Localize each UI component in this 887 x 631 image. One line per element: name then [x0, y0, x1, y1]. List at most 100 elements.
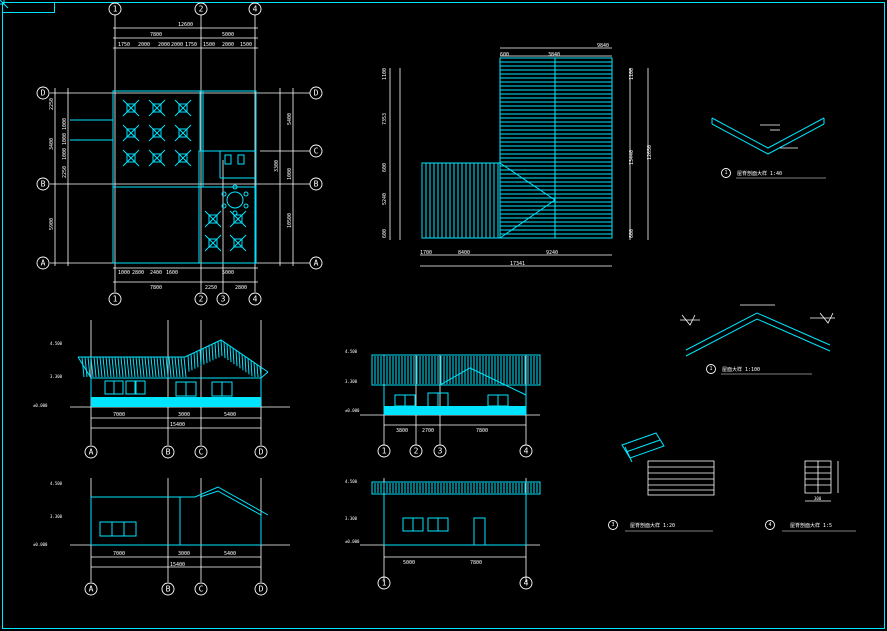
- elev-c-level2: ±0.000: [33, 542, 48, 547]
- roof-dim-b2: 9240: [546, 250, 558, 256]
- roof-dim-top2: 9840: [597, 43, 609, 49]
- floor-plan: 1 2 4 1 2 3 4 D B A D C B A: [0, 0, 323, 306]
- hatch-line: [223, 342, 226, 359]
- hatch-line: [150, 356, 154, 378]
- plan-dim-l6: 5900: [49, 218, 55, 230]
- plan-grid-bottom-4: 4: [253, 295, 258, 304]
- hatch-line: [259, 366, 262, 378]
- hatch-line: [87, 356, 91, 378]
- hatch-line: [153, 356, 157, 378]
- hatch-line: [190, 354, 193, 371]
- elev-b-roof-hatch: [374, 356, 538, 384]
- hatch-line: [211, 344, 214, 361]
- hatch-line: [253, 362, 256, 378]
- hatch-line: [147, 356, 151, 378]
- plan-dim-bm2: 2800: [235, 285, 247, 291]
- plan-grid-right-c: C: [314, 147, 319, 156]
- plan-dim-top-2: 5000: [222, 32, 234, 38]
- hatch-line: [235, 350, 238, 367]
- elev-c-dim0: 7000: [113, 551, 125, 557]
- elev-d-axis-4: 4: [524, 579, 529, 588]
- roof-dim-b3: 17341: [510, 261, 525, 267]
- elev-c-level1: 3.300: [50, 514, 63, 519]
- plan-grid-left-a: A: [41, 259, 46, 268]
- hatch-line: [250, 360, 253, 377]
- elev-a-dim0: 7000: [113, 412, 125, 418]
- roof-dim-r2: 12650: [647, 145, 653, 160]
- hatch-line: [156, 356, 160, 378]
- roof-dim-top1: 3840: [548, 52, 560, 58]
- plan-grid-bottom-2: 2: [199, 295, 204, 304]
- detail1-number: 1: [724, 170, 727, 176]
- elev-c-axis-b: B: [166, 585, 171, 594]
- plan-dim-s3: 2000: [171, 42, 183, 48]
- hatch-line: [93, 356, 97, 378]
- plan-dim-l3: 1000: [62, 148, 68, 160]
- hatch-line: [220, 339, 223, 357]
- plan-dim-r0: 5400: [287, 113, 293, 125]
- roof-hatch: [425, 61, 612, 238]
- plan-dim-s0: 1750: [118, 42, 130, 48]
- elev-d-dim1: 7800: [470, 560, 482, 566]
- detail4-size: 300: [814, 496, 822, 501]
- plan-dim-s2: 2000: [158, 42, 170, 48]
- plan-dim-b4: 5000: [222, 270, 234, 276]
- hatch-line: [159, 356, 163, 378]
- roof-dim-r3: 600: [629, 229, 635, 238]
- elev-d-level1: 3.300: [345, 516, 358, 521]
- roof-dim-l2: 600: [382, 163, 388, 172]
- hatch-line: [96, 356, 100, 378]
- elevation-a: 7000 3000 5400 15400 4.500 3.300 ±0.000 …: [33, 320, 290, 459]
- hatch-line: [174, 356, 178, 378]
- hatch-line: [132, 356, 136, 378]
- plan-dim-top-1: 7800: [150, 32, 162, 38]
- hatch-line: [117, 356, 121, 378]
- plan-dim-s5: 1500: [203, 42, 215, 48]
- hatch-line: [168, 356, 172, 378]
- hatch-line: [123, 356, 127, 378]
- hatch-line: [226, 344, 229, 361]
- elev-a-level1: 3.300: [50, 374, 63, 379]
- hatch-line: [84, 356, 88, 378]
- detail-2: 1 屋面大样 1:100: [680, 304, 835, 375]
- elev-b-axis-1: 1: [382, 447, 387, 456]
- detail1-caption: 屋脊剖面大样 1:40: [737, 170, 782, 177]
- roof-dim-l1: 7353: [382, 113, 388, 125]
- elev-b-level2: ±0.000: [345, 408, 360, 413]
- hatch-line: [199, 349, 202, 366]
- detail4-caption: 屋脊剖面大样 1:5: [790, 522, 832, 529]
- plan-grid-left-b: B: [41, 180, 46, 189]
- hatch-line: [256, 364, 259, 378]
- hatch-line: [244, 356, 247, 373]
- roof-dim-b0: 1700: [420, 250, 432, 256]
- hatch-line: [232, 348, 235, 365]
- elev-b-level1: 3.300: [345, 379, 358, 384]
- hatch-line: [205, 347, 208, 364]
- plan-dim-s4: 1750: [185, 42, 197, 48]
- roof-plan: 600 3840 9840 1700 8400 9240 17341 1100 …: [382, 43, 653, 267]
- roof-dim-r1: 13440: [629, 150, 635, 165]
- elev-c-axis-d: D: [259, 585, 264, 594]
- plan-dim-bm1: 2250: [205, 285, 217, 291]
- elev-b-axis-4: 4: [524, 447, 529, 456]
- elev-c-level0: 4.500: [50, 481, 63, 486]
- hatch-line: [114, 356, 118, 378]
- title-tab: [2, 2, 55, 13]
- plan-grid-top-2: 2: [199, 5, 204, 14]
- elev-a-dim1: 3000: [178, 412, 190, 418]
- plan-dim-b0: 1000: [118, 270, 130, 276]
- plan-dim-l1: 1000: [62, 118, 68, 130]
- elev-d-axis-1: 1: [382, 579, 387, 588]
- plan-dim-bm0: 7800: [150, 285, 162, 291]
- detail3-number: 3: [611, 522, 614, 528]
- hatch-line: [229, 346, 232, 363]
- plan-grid-right-d: D: [314, 89, 319, 98]
- elev-b-axis-3: 3: [438, 447, 443, 456]
- hatch-line: [177, 356, 181, 378]
- roof-dim-r0: 1100: [629, 68, 635, 80]
- plan-grid-bottom-1: 1: [113, 295, 118, 304]
- elev-a-dim2: 5400: [224, 412, 236, 418]
- elev-a-axis-a: A: [89, 448, 94, 457]
- detail2-number: 1: [709, 366, 712, 372]
